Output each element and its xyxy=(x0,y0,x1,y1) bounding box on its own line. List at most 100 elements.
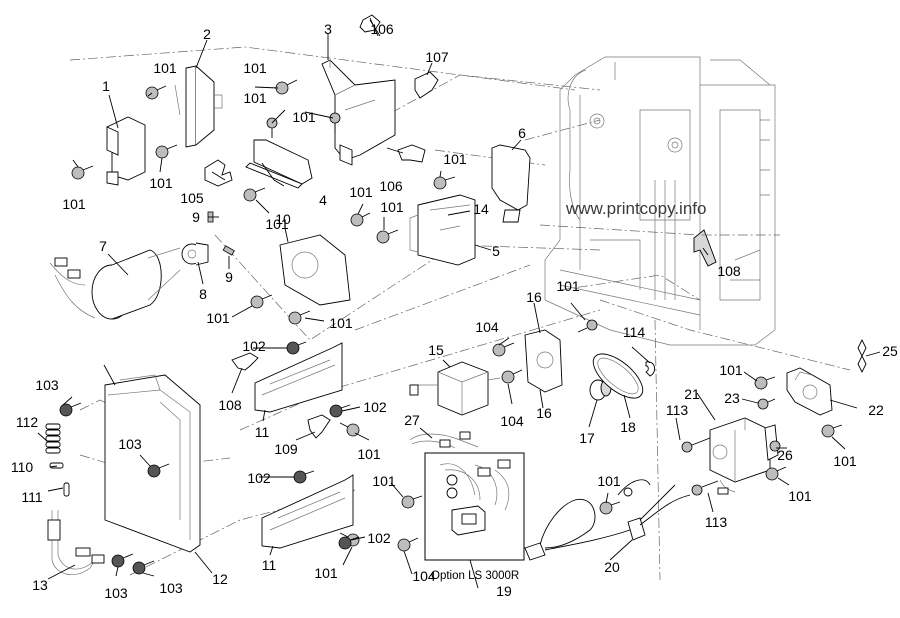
part-4-bracket xyxy=(245,139,313,189)
screw-101 xyxy=(376,229,399,244)
callout-106-top: 106 xyxy=(370,21,394,37)
screws xyxy=(59,79,843,575)
callout-103: 103 xyxy=(159,580,183,596)
screw-103 xyxy=(147,463,170,478)
callout-109: 109 xyxy=(274,441,298,457)
watermark: www.printcopy.info xyxy=(566,199,707,218)
callout-103: 103 xyxy=(118,436,142,452)
callout-101: 101 xyxy=(372,473,396,489)
callout-26: 26 xyxy=(777,447,793,463)
callout-104: 104 xyxy=(475,319,499,335)
screw-101 xyxy=(329,112,341,133)
screw-104 xyxy=(492,342,515,357)
screw-102 xyxy=(338,536,360,550)
callout-12: 12 xyxy=(212,571,228,587)
motor-21 xyxy=(709,417,779,495)
screw-101 xyxy=(145,85,167,100)
part-10-plate xyxy=(279,234,351,306)
screw-101 xyxy=(433,176,456,190)
callout-21: 21 xyxy=(684,386,700,402)
shaft-26 xyxy=(769,440,781,452)
callout-5: 5 xyxy=(492,243,500,259)
callout-105: 105 xyxy=(180,190,204,206)
callout-101: 101 xyxy=(443,151,467,167)
callout-106-mid: 106 xyxy=(379,178,403,194)
leader-lines xyxy=(37,17,881,589)
part-1-bracket xyxy=(106,116,146,186)
screw-101 xyxy=(577,319,598,333)
screw-101 xyxy=(266,117,278,138)
power-cord-20 xyxy=(524,479,691,561)
screw-103 xyxy=(132,560,155,575)
callout-101: 101 xyxy=(833,453,857,469)
callout-101: 101 xyxy=(153,60,177,76)
option-box-19[interactable] xyxy=(424,452,525,561)
callout-103: 103 xyxy=(35,377,59,393)
callout-9-top: 9 xyxy=(192,209,200,225)
callout-10: 10 xyxy=(275,211,291,227)
screw-101 xyxy=(821,424,843,438)
callout-22: 22 xyxy=(868,402,884,418)
callout-16-bottom: 16 xyxy=(536,405,552,421)
screw-101 xyxy=(765,466,787,481)
belt-18 xyxy=(592,353,644,399)
callout-102: 102 xyxy=(242,338,266,354)
callout-1: 1 xyxy=(102,78,110,94)
callout-11-upper: 11 xyxy=(254,424,270,440)
callout-104: 104 xyxy=(500,413,524,429)
screw-104 xyxy=(501,369,523,384)
screw-102 xyxy=(293,470,315,484)
callout-102: 102 xyxy=(247,470,271,486)
spring-25 xyxy=(857,338,867,374)
screw-104 xyxy=(397,537,419,552)
callout-8: 8 xyxy=(199,286,207,302)
callout-17: 17 xyxy=(579,430,595,446)
callout-27: 27 xyxy=(404,412,420,428)
callout-103: 103 xyxy=(104,585,128,601)
callout-101: 101 xyxy=(719,362,743,378)
screw-113 xyxy=(681,437,711,453)
clips xyxy=(204,14,439,187)
callout-101: 101 xyxy=(380,199,404,215)
callout-108-left: 108 xyxy=(218,397,242,413)
callout-113-upper: 113 xyxy=(665,402,689,418)
clip-109 xyxy=(307,414,331,439)
callout-101: 101 xyxy=(556,278,580,294)
callout-101: 101 xyxy=(265,216,289,232)
pcb-5-14 xyxy=(409,194,476,266)
callout-15: 15 xyxy=(428,342,444,358)
motor-7 xyxy=(49,247,181,320)
clip-114 xyxy=(645,361,656,377)
callout-101: 101 xyxy=(62,196,86,212)
callout-104: 104 xyxy=(412,568,436,584)
callout-107: 107 xyxy=(425,49,449,65)
callout-101: 101 xyxy=(597,473,621,489)
clip-107 xyxy=(414,71,439,99)
callout-101: 101 xyxy=(349,184,373,200)
callout-9-right: 9 xyxy=(225,269,233,285)
callout-19: 19 xyxy=(496,583,512,599)
screw-101 xyxy=(288,310,311,325)
screw-103 xyxy=(111,553,134,568)
callout-18: 18 xyxy=(620,419,636,435)
pin-23 xyxy=(757,398,776,410)
callout-101: 101 xyxy=(329,315,353,331)
callout-101: 101 xyxy=(243,60,267,76)
screw-102 xyxy=(286,341,307,355)
callout-101: 101 xyxy=(206,310,230,326)
callout-114: 114 xyxy=(622,324,646,340)
screw-103 xyxy=(59,402,82,417)
set-screw-9 xyxy=(222,245,235,256)
callout-23: 23 xyxy=(724,390,740,406)
callout-101: 101 xyxy=(292,109,316,125)
harness-27 xyxy=(409,431,479,449)
callout-108-frame: 108 xyxy=(717,263,741,279)
part-6-bracket xyxy=(491,144,531,223)
callout-111: 111 xyxy=(21,489,43,505)
screw-101 xyxy=(250,294,273,309)
fuses xyxy=(45,423,70,497)
callout-102: 102 xyxy=(367,530,391,546)
power-supply-12 xyxy=(104,374,201,553)
callout-101: 101 xyxy=(243,90,267,106)
bracket-22 xyxy=(786,367,833,416)
